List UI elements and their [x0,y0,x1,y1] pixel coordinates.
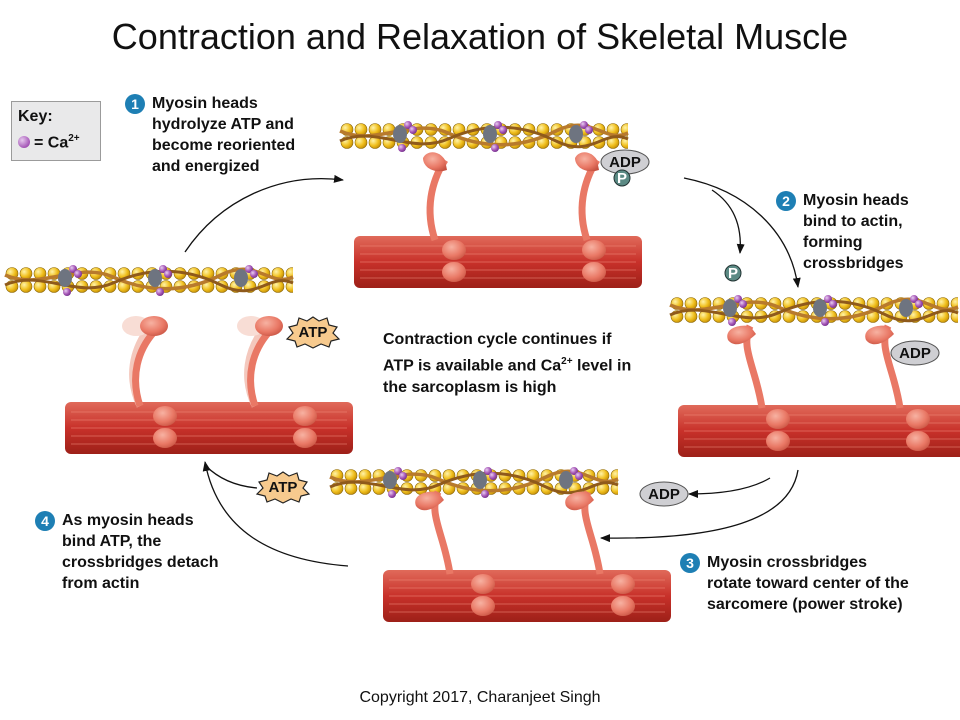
step-2-line: Myosin heads [803,192,909,209]
key-calcium-charge: 2+ [68,133,80,144]
step-4-line: As myosin heads [62,512,194,529]
arrow-phosphate-release [711,189,745,254]
step-2-badge: 2 [776,191,796,211]
adp-label: ADP [899,345,931,362]
panel-energized: ADP P [338,119,650,289]
cycle-arrows [184,174,801,567]
myosin-head [575,152,599,240]
key-legend: Key: = Ca2+ [11,101,101,161]
step-2-line: bind to actin, [803,213,903,230]
key-calcium-row: = Ca2+ [18,128,94,154]
step-4-badge: 4 [35,511,55,531]
arrow-atp-binding [205,465,258,489]
step-4: 4 As myosin heads bind ATP, the crossbri… [35,510,219,594]
panel-detached: ATP [3,263,354,455]
arrow-step-3-to-4 [202,461,349,567]
myosin-head [565,492,600,574]
cycle-note-line: ATP is available and Ca2+ level in [383,356,632,375]
step-3-line: sarcomere (power stroke) [707,596,903,613]
page-title: Contraction and Relaxation of Skeletal M… [111,16,849,57]
myosin-head [415,492,450,574]
step-1-line: Myosin heads [152,95,258,112]
atp-label: ATP [269,479,298,496]
step-4-line: from actin [62,575,140,592]
atp-label: ATP [299,324,328,341]
thick-filament [353,235,643,289]
step-3-badge: 3 [680,553,700,573]
panel-bound: ADP P [668,264,960,458]
adp-label: ADP [609,154,641,171]
thick-filament [677,404,960,458]
step-3: 3 Myosin crossbridges rotate toward cent… [680,552,909,615]
step-2-line: forming [803,234,863,251]
phosphate-label: P [617,170,627,187]
myosin-head [865,326,900,408]
myosin-head [423,152,447,240]
thick-filament [64,401,354,455]
step-4-line: bind ATP, the [62,533,162,550]
calcium-icon [18,136,30,149]
step-1: 1 Myosin heads hydrolyze ATP and become … [125,93,295,177]
arrow-step-2-to-3 [600,469,799,543]
panel-power-stroke: ATP ADP [256,465,689,623]
step-1-line: and energized [152,158,260,175]
myosin-head [122,316,168,406]
arrow-adp-release [688,477,771,498]
step-2-line: crossbridges [803,255,904,272]
arrow-step-1-to-2 [683,177,801,288]
myosin-head [237,316,283,406]
phosphate-label: P [728,265,738,282]
myosin-head [727,326,762,408]
adp-label: ADP [648,486,680,503]
step-2: 2 Myosin heads bind to actin, forming cr… [776,190,909,274]
arrow-step-4-to-1 [184,174,344,253]
step-1-badge: 1 [125,94,145,114]
step-3-line: rotate toward center of the [707,575,909,592]
step-1-line: hydrolyze ATP and [152,116,294,133]
thin-filament [668,293,960,328]
thin-filament [338,119,630,154]
step-1-line: become reoriented [152,137,296,154]
cycle-note-line: the sarcoplasm is high [383,379,557,397]
key-calcium-label: = Ca [34,134,69,152]
copyright: Copyright 2017, Charanjeet Singh [359,689,601,706]
thick-filament [382,569,672,623]
thin-filament [3,263,295,298]
cycle-note-line: Contraction cycle continues if [383,331,612,348]
step-3-line: Myosin crossbridges [707,554,868,571]
step-4-line: crossbridges detach [62,554,219,571]
cycle-note: Contraction cycle continues if ATP is av… [383,329,683,399]
key-heading: Key: [18,108,53,125]
